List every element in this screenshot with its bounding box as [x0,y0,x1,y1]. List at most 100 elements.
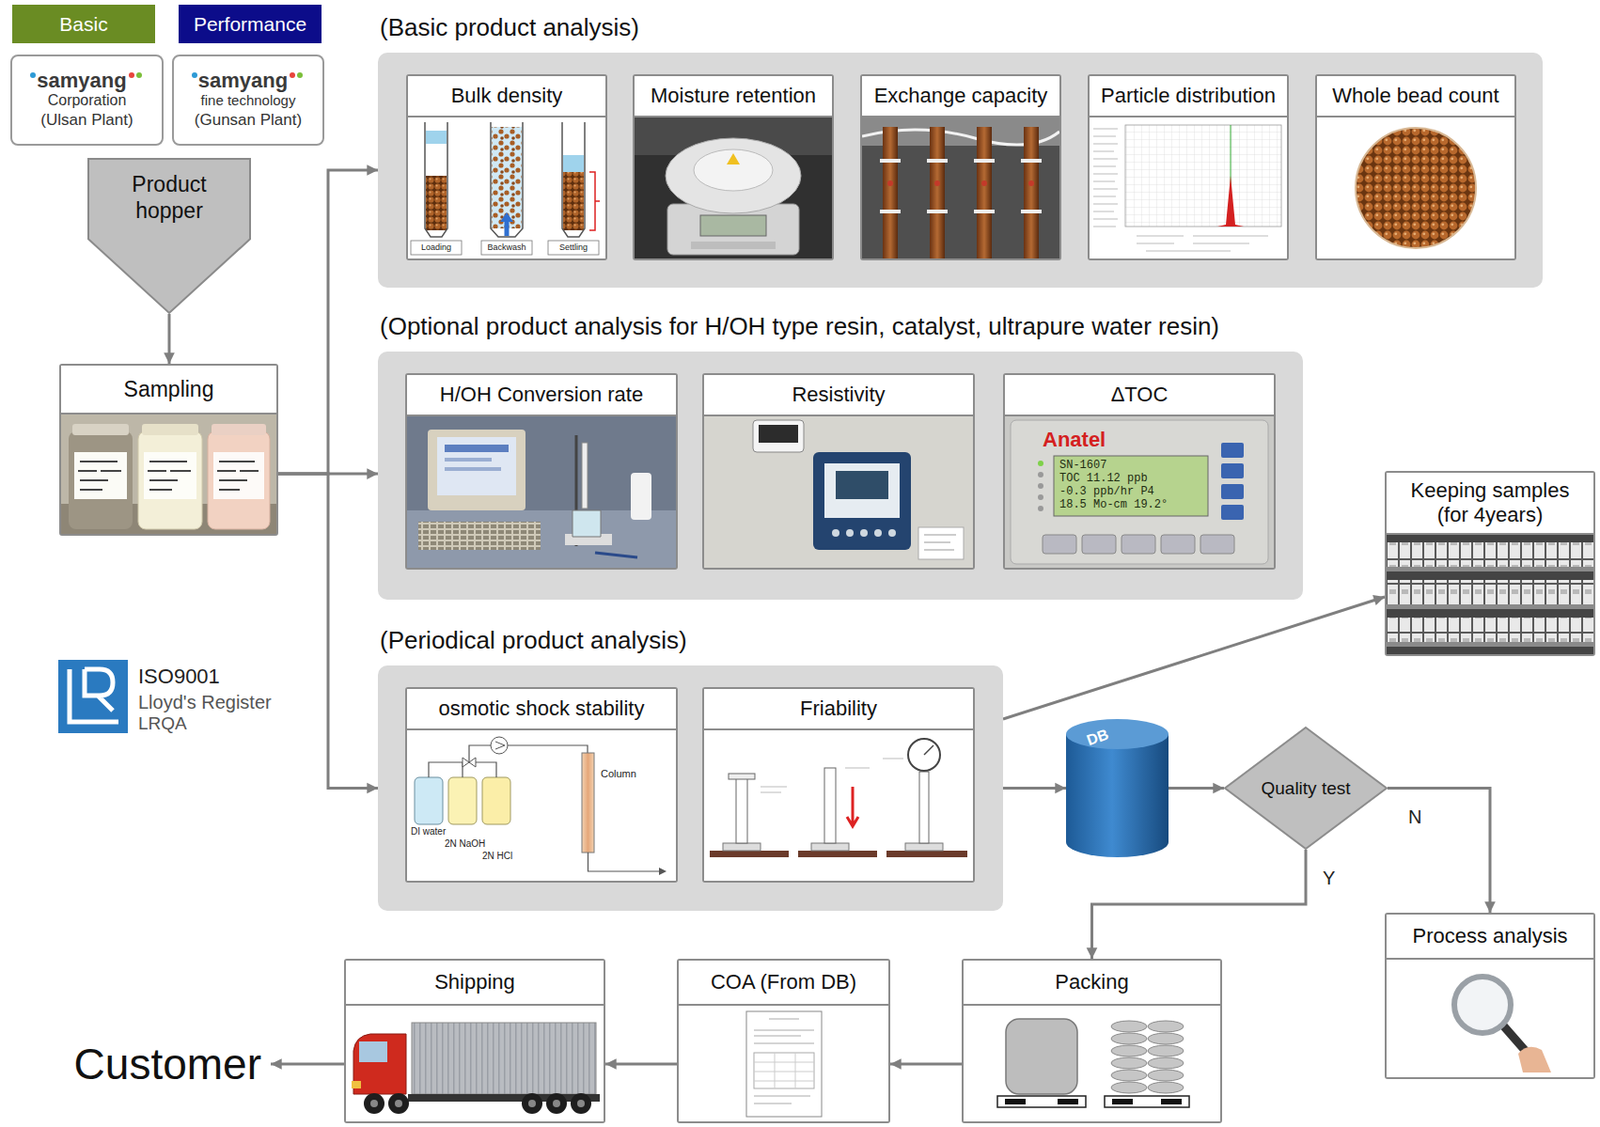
brand-mark: Anatel [1042,427,1106,453]
company-name: fine technology [201,90,297,110]
flow-arrow [168,313,172,364]
box-title: Packing [1054,970,1129,995]
illustration [1089,117,1287,259]
customer-node: Customer [58,1034,271,1095]
test-box: Bulk densityLoadingBackwashSettling [406,74,608,261]
flow-arrow [278,170,378,474]
box-header: ΔTOC [1004,375,1274,417]
company-name: Corporation [47,90,127,110]
box-title: Particle distribution [1100,83,1276,109]
test-box: ΔTOCAnatelSN-1607TOC 11.12 ppb-0.3 ppb/h… [1003,373,1276,570]
illustration-use [1386,959,1594,1078]
illustration-use [1317,117,1515,259]
flow-arrow [1003,786,1067,790]
illustration-use [678,1005,889,1122]
box-title: Sampling [124,376,215,402]
illustration-use [407,416,676,568]
plant-logo-box: samyangCorporation(Ulsan Plant) [10,54,164,146]
customer-text: Customer [74,1038,262,1090]
certifier-logo [58,659,128,734]
box-header: osmotic shock stability [407,689,676,731]
box-title: COA (From DB) [710,970,857,995]
box-header: Whole bead count [1317,76,1515,118]
certification-text: ISO9001 [138,664,220,690]
decision-label: Quality test [1258,777,1353,800]
illustration [704,730,973,881]
illustration [678,1005,889,1122]
box-header: Sampling [61,365,277,415]
display-line: -0.3 ppb/hr P4 [1059,485,1155,499]
brand-name: samyang [191,70,305,91]
illustration [1386,959,1594,1078]
plant-logo-box: samyangfine technology(Gunsan Plant) [172,54,325,146]
flow-arrow [278,473,378,788]
test-box: osmotic shock stabilityDI water2N NaOH2N… [405,687,678,883]
box-header: COA (From DB) [678,960,889,1006]
illustration-use [345,1005,604,1122]
flow-arrow [1387,788,1491,914]
flow-arrow [605,1063,677,1067]
archive-box: Keeping samples (for 4years) [1384,470,1596,657]
display-line: SN-1607 [1059,458,1107,472]
box-header: Exchange capacity [862,76,1060,118]
stage-label: Settling [548,240,599,255]
illustration [704,416,973,568]
test-box: Resistivity [702,373,975,570]
analysis-panel: Bulk densityLoadingBackwashSettling Moist… [377,52,1543,288]
box-title: Shipping [434,970,516,995]
illustration [61,414,277,534]
illustration [634,117,832,259]
illustration [407,730,676,881]
box-title: Moisture retention [650,83,816,109]
analysis-panel: osmotic shock stabilityDI water2N NaOH2N… [377,665,1004,911]
box-header: Bulk density [407,76,606,118]
flow-arrow [1092,849,1307,959]
certifier-name: LRQA [138,713,188,735]
box-title: Process analysis [1411,924,1568,949]
illustration [407,117,606,259]
plant-name: (Gunsan Plant) [194,109,302,130]
part-label: Column [600,768,637,781]
illustration-use [704,730,973,881]
panel-heading: (Optional product analysis for H/OH type… [379,312,1220,341]
process-box: Packing [961,958,1223,1124]
hopper-shape: Product hopper [87,157,251,314]
illustration-use [407,117,606,259]
box-title: Whole bead count [1332,83,1499,109]
box-header: Shipping [345,960,604,1006]
display-line: TOC 11.12 ppb [1059,471,1148,486]
badge-text: Basic [59,13,108,36]
panel-heading: (Basic product analysis) [379,13,640,42]
branch-label: N [1406,805,1424,829]
illustration-use [634,117,832,259]
box-header: Packing [963,960,1221,1006]
illustration-use [1004,416,1274,568]
illustration [407,416,676,568]
certifier-name: Lloyd's Register [138,690,272,714]
decision-diamond: Quality test [1223,726,1388,850]
panel-heading: (Periodical product analysis) [379,626,688,655]
box-title: Friability [800,696,878,722]
illustration [1386,534,1594,655]
illustration-use [862,117,1060,259]
process-box: Shipping [344,958,606,1124]
box-header: Particle distribution [1089,76,1287,118]
illustration-use [963,1005,1221,1122]
badge-text: Performance [193,13,307,36]
database-cylinder: DB [1066,719,1169,858]
illustration [345,1005,604,1122]
box-header: Friability [704,689,973,731]
box-title: Keeping samples (for 4years) [1399,478,1581,528]
illustration-use [1386,534,1594,655]
display-line: 18.5 Mo-cm 19.2° [1059,498,1168,512]
box-title: Resistivity [791,382,885,408]
illustration-use [1089,117,1287,259]
box-header: Resistivity [704,375,973,417]
box-title: ΔTOC [1111,382,1169,408]
process-box: COA (From DB) [676,958,891,1124]
tier-badge: Basic [12,4,156,44]
box-header: Keeping samples (for 4years) [1386,472,1594,535]
plant-name: (Ulsan Plant) [40,109,133,130]
